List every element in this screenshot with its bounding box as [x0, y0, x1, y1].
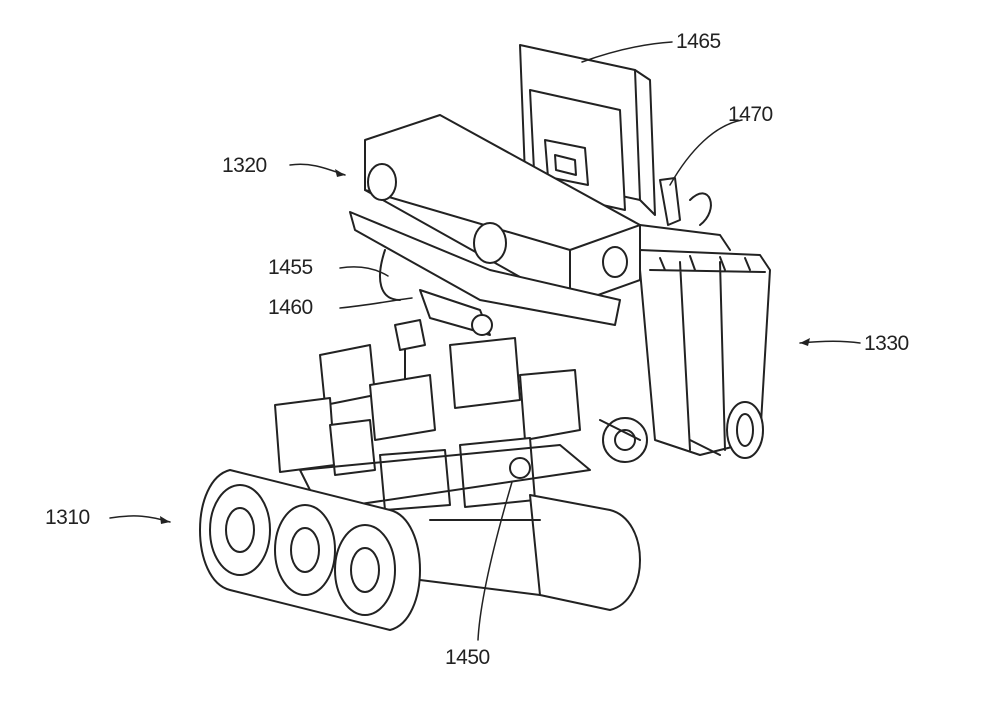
tracks-1310 — [199, 469, 641, 631]
handle-1470 — [639, 177, 731, 251]
camera-assembly-1460 — [379, 249, 493, 381]
label-1470: 1470 — [728, 103, 773, 126]
label-1330: 1330 — [864, 332, 909, 355]
label-1465: 1465 — [676, 30, 721, 53]
body-1310 — [274, 337, 591, 511]
cart-1330 — [599, 249, 771, 463]
label-1455: 1455 — [268, 256, 313, 279]
label-1310: 1310 — [45, 506, 90, 529]
label-1320: 1320 — [222, 154, 267, 177]
sensor-head-1320 — [349, 114, 641, 326]
leader-lines — [109, 41, 861, 641]
label-1460: 1460 — [268, 296, 313, 319]
label-1450: 1450 — [445, 646, 490, 669]
